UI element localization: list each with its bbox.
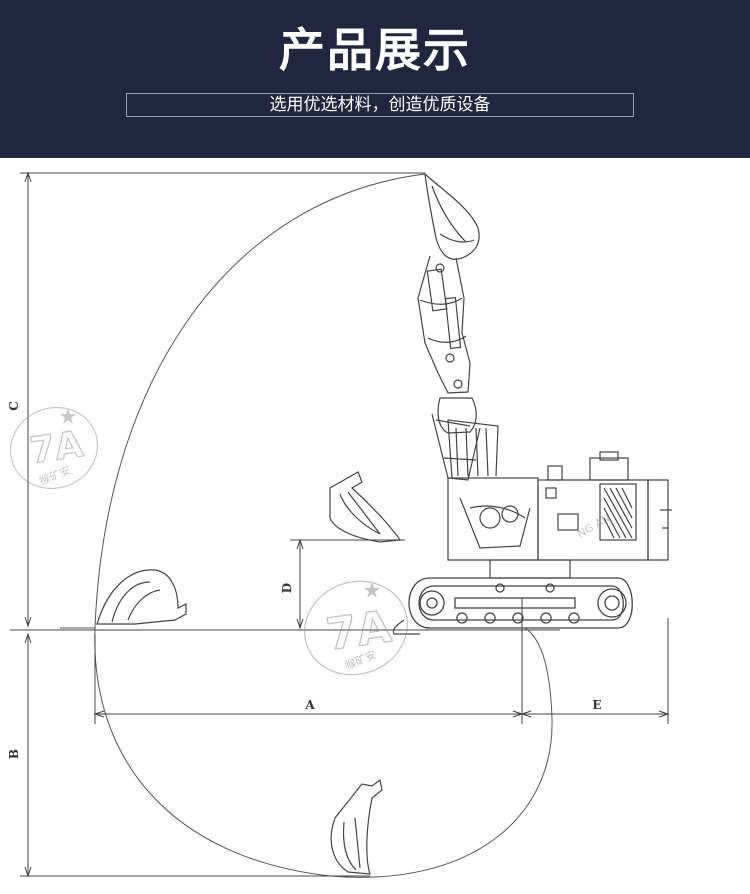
bucket-mid [329,471,402,543]
watermark-star-icon [364,582,380,598]
excavator-body [447,419,672,579]
dimension-label-d: D [280,583,294,593]
page-subtitle: 选用优选材料，创造优质设备 [126,93,634,117]
excavator-tracks [392,577,633,635]
bucket-deep [330,778,383,875]
working-range-envelope [60,173,553,878]
dimension-label-c: C [7,401,21,411]
watermark-mark-left: 7A [27,424,85,472]
watermark-logo-left: 7A 猴矿安 [9,406,99,490]
dimension-label-b: B [7,749,21,759]
watermark-arc-text: NG AN [575,511,613,540]
bucket-ground-left [96,569,187,625]
excavator-working-range-diagram: C B D A E [0,158,750,894]
header-banner: 产品展示 选用优选材料，创造优质设备 [0,0,750,158]
watermark-logo-center: 7A 猴矿安 NG AN [304,511,613,676]
watermark-mark-center: 7A [323,601,394,661]
dimension-label-a: A [304,698,315,712]
page-title: 产品展示 [279,23,471,77]
excavator-arm [417,172,481,481]
watermark-star-icon [60,408,76,424]
dimension-label-e: E [592,698,601,712]
dimension-lines [10,171,670,878]
